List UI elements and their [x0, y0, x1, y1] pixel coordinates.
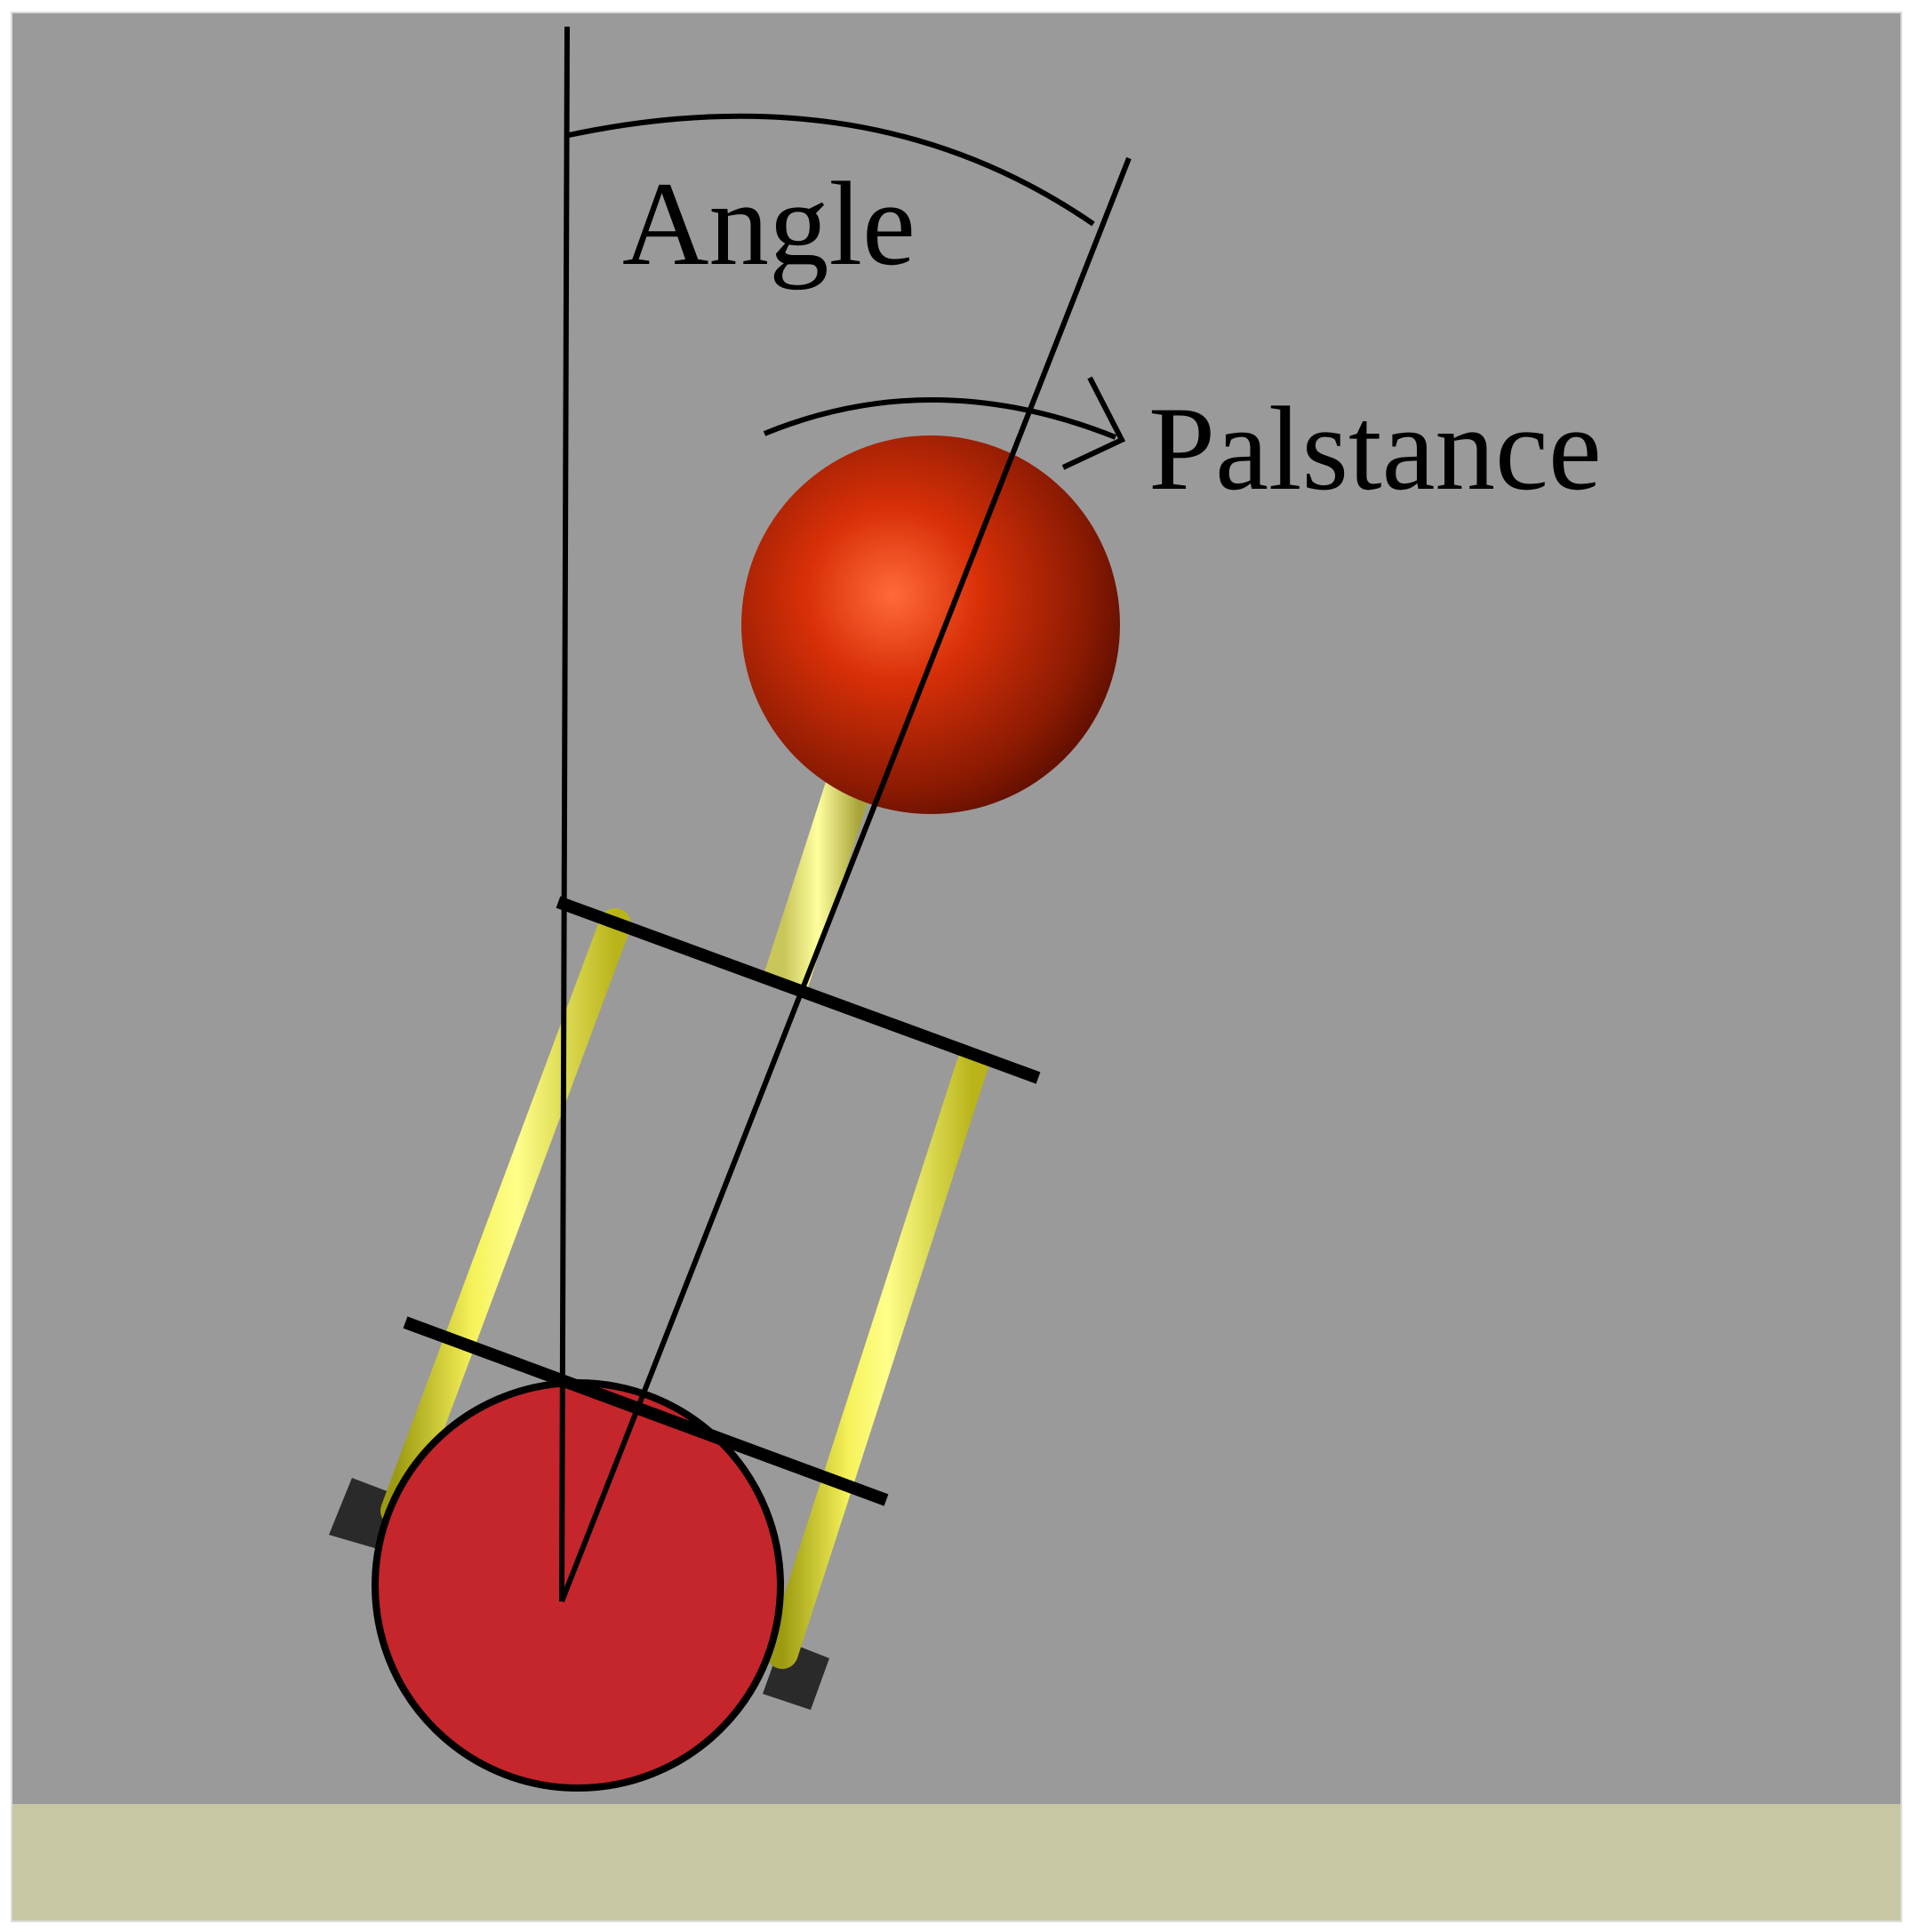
mass-sphere: [741, 435, 1120, 814]
palstance-arrow: [763, 396, 1117, 440]
upper-crossbar: [556, 896, 1041, 1084]
vertical-reference-line: [559, 26, 570, 1602]
palstance-label: Palstance: [1148, 383, 1602, 515]
left-rod: [380, 908, 631, 1527]
right-rod: [766, 1049, 988, 1669]
ground: [12, 1804, 1901, 1921]
background: [12, 12, 1901, 1804]
lower-crossbar: [403, 1316, 889, 1506]
angle-label: Angle: [622, 158, 916, 291]
figure-frame: [11, 12, 1902, 1922]
angle-arc: [568, 113, 1095, 227]
pendulum-axis-line: [559, 156, 1132, 1603]
palstance-arrow-head: [1061, 376, 1126, 470]
